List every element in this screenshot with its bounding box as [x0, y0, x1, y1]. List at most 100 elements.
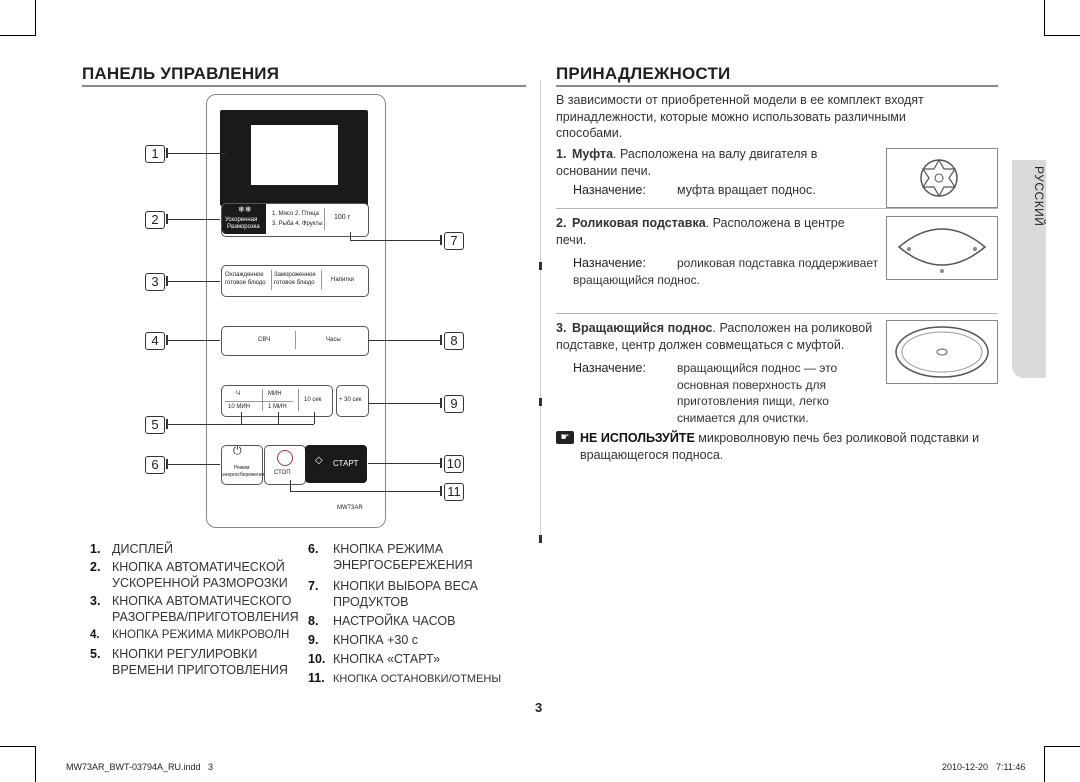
turntable-icon: [895, 326, 989, 378]
purpose-text: вращающийся поднос — это основная поверх…: [677, 361, 838, 425]
callout-11: 11: [444, 483, 464, 501]
btn2-line2: 3. Рыба 4. Фрукты: [272, 221, 323, 227]
legend-num: 2.: [90, 560, 101, 574]
legend-row: 11.КНОПКА ОСТАНОВКИ/ОТМЕНЫ: [308, 671, 533, 689]
legend-text: ЭНЕРГОСБЕРЕЖЕНИЯ: [333, 558, 473, 572]
purpose-label: Назначение:: [573, 183, 646, 197]
btn2-divider: [324, 208, 325, 230]
legend-row: 7. КНОПКИ ВЫБОРА ВЕСА: [308, 579, 533, 595]
callout-10: 10: [444, 455, 464, 473]
leader-1: [166, 153, 226, 154]
intro-paragraph: В зависимости от приобретенной модели в …: [556, 93, 924, 140]
btn5-s: 10 сек: [304, 397, 322, 403]
callout-7: 7: [444, 232, 464, 250]
callout-5: 5: [145, 416, 165, 434]
leader-tick: [166, 419, 168, 429]
legend-num: 7.: [308, 579, 319, 593]
eco-label-2: энергосбережения: [222, 472, 266, 478]
eco-label-1: Режим: [234, 465, 250, 471]
legend-row: 1.ДИСПЛЕЙ: [90, 542, 300, 560]
crop-mark: [0, 35, 36, 36]
legend-text: КНОПКИ ВЫБОРА ВЕСА: [333, 579, 479, 593]
start-button: [305, 445, 367, 483]
legend-text: УСКОРЕННОЙ РАЗМОРОЗКИ: [112, 576, 288, 590]
item-divider: [556, 208, 998, 209]
roller-ring-image: [886, 216, 998, 280]
purpose-label: Назначение:: [573, 361, 646, 375]
leader-5: [166, 424, 314, 425]
btn3-a2: готовое блюдо: [225, 280, 266, 286]
coupler-icon: [920, 158, 958, 198]
legend-row: 3.КНОПКА АВТОМАТИЧЕСКОГО: [90, 594, 300, 610]
item-1-purpose: Назначение: муфта вращает поднос.: [573, 182, 863, 199]
legend-row: РАЗОГРЕВА/ПРИГОТОВЛЕНИЯ: [90, 610, 300, 628]
leader-4: [166, 340, 220, 341]
btn5-divider-1: [262, 389, 263, 411]
leader-11-up: [290, 480, 291, 491]
purpose-text: муфта вращает поднос.: [677, 183, 816, 197]
btn3-b1: Замороженное: [274, 272, 316, 278]
callout-4: 4: [145, 332, 165, 350]
item-num: 3.: [556, 321, 567, 335]
item-desc: . Расположен на роликовой подставке, цен…: [556, 321, 873, 352]
roller-ring-icon: [897, 228, 987, 273]
legend-row: 6.КНОПКА РЕЖИМА: [308, 542, 533, 558]
column-mark: [539, 535, 542, 543]
item-name: Муфта: [572, 147, 614, 161]
legend-col-1: 1.ДИСПЛЕЙ 2. КНОПКА АВТОМАТИЧЕСКОЙ УСКОРЕ…: [90, 542, 300, 679]
leader-tick: [166, 276, 168, 286]
item-3-text: 3.Вращающийся поднос. Расположен на роли…: [556, 320, 886, 353]
leader-tick: [166, 214, 168, 224]
leader-5-up-3: [314, 412, 315, 424]
btn3-b2: готовое блюдо: [274, 280, 315, 286]
legend-num: 3.: [90, 594, 101, 608]
legend-row: 5.КНОПКИ РЕГУЛИРОВКИ: [90, 647, 300, 663]
item-desc: . Расположена в центре печи.: [556, 216, 845, 247]
btn2-dark-line1: Ускоренная: [225, 217, 258, 223]
item-1-text: 1. Муфта. Расположена на валу двигателя в…: [556, 146, 856, 179]
warning-body: микроволновую печь без роликовой подстав…: [580, 431, 980, 462]
legend-num: 9.: [308, 633, 319, 647]
callout-8: 8: [444, 332, 464, 350]
control-panel-diagram: [206, 94, 386, 528]
legend-num: 1.: [90, 542, 101, 556]
btn2-dark-line2: Разморозка: [227, 224, 260, 230]
btn4-divider: [295, 331, 296, 349]
btn2-weight: 100 г: [334, 214, 351, 221]
column-mark: [539, 262, 542, 270]
callout-9: 9: [444, 395, 464, 413]
start-diamond-icon: ◇: [315, 455, 323, 466]
btn5-hr: [225, 401, 293, 402]
crop-mark: [1044, 746, 1080, 747]
heading-rule: [82, 85, 526, 87]
legend-num: 5.: [90, 647, 101, 661]
leader-3: [166, 281, 220, 282]
legend-text: КНОПКА РЕЖИМА: [333, 542, 444, 556]
legend-row: УСКОРЕННОЙ РАЗМОРОЗКИ: [90, 576, 300, 594]
item-desc: . Расположена на валу двигателя в основа…: [556, 147, 818, 178]
purpose-text: роликовая подставка поддерживает вращающ…: [573, 256, 879, 287]
language-tab: [1012, 160, 1046, 378]
legend-text: НАСТРОЙКА ЧАСОВ: [333, 614, 456, 628]
legend-row: 8.НАСТРОЙКА ЧАСОВ: [308, 614, 533, 633]
btn3-divider-2: [321, 270, 322, 290]
legend-text: КНОПКА ОСТАНОВКИ/ОТМЕНЫ: [333, 673, 502, 685]
item-name: Роликовая подставка: [572, 216, 706, 230]
auto-defrost-dark-area: [222, 204, 266, 234]
item-num: 1.: [556, 147, 567, 161]
legend-text: КНОПКА АВТОМАТИЧЕСКОЙ: [112, 560, 285, 574]
model-label: MW73AR: [337, 505, 363, 511]
stop-circle-icon: [277, 450, 293, 466]
plus30-button: [336, 385, 369, 417]
btn5-h10: 10 МИН: [228, 404, 250, 410]
leader-5-up-2: [278, 412, 279, 424]
item-2-text: 2.Роликовая подставка. Расположена в цен…: [556, 215, 876, 248]
btn9-label: + 30 сек: [339, 397, 362, 403]
callout-1: 1: [145, 145, 165, 163]
crop-mark: [1044, 746, 1045, 782]
btn5-h: Ч: [236, 391, 240, 397]
btn4-a: СВЧ: [258, 337, 271, 343]
leader-5-up-1: [241, 412, 242, 424]
crop-mark: [1044, 35, 1080, 36]
heading-rule-right: [556, 85, 998, 87]
